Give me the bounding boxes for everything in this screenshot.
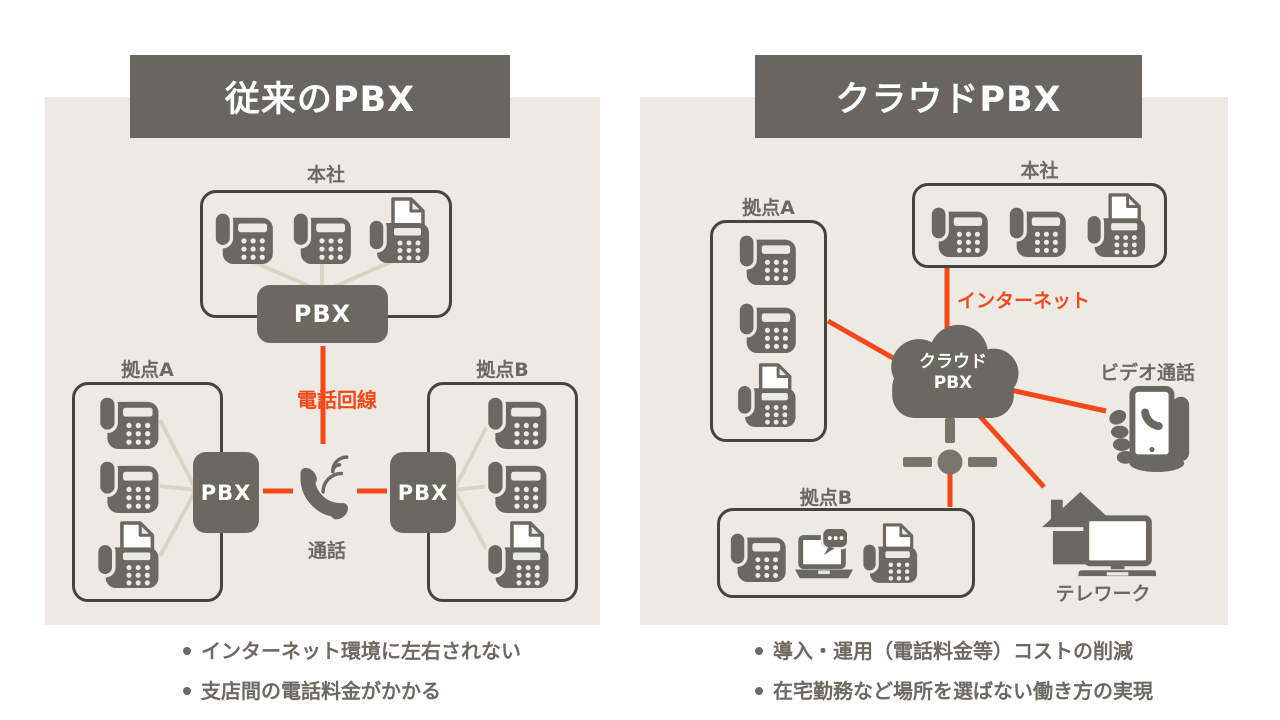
left-branch-b-pbx-box: PBX — [390, 452, 456, 533]
right-branch-a-label: 拠点A — [742, 197, 795, 219]
bullet-dot — [755, 687, 763, 695]
cloud-pbx-label: クラウド PBX — [877, 352, 1029, 395]
right-bullet-1-text: 導入・運用（電話料金等）コストの削減 — [773, 639, 1133, 663]
video-call-icon — [1102, 385, 1200, 473]
pbx-label: PBX — [397, 480, 449, 505]
left-bullet-2: 支店間の電話料金がかかる — [183, 678, 441, 704]
right-branch-b-label: 拠点B — [799, 487, 853, 509]
desk-phone-icon — [736, 234, 797, 285]
left-hq-pbx-box: PBX — [257, 285, 388, 343]
laptop-chat-icon — [792, 527, 856, 583]
left-panel-title-text: 従来のPBX — [224, 80, 416, 120]
desk-phone-icon — [727, 532, 787, 582]
fax-icon — [734, 363, 797, 427]
desk-phone-icon — [96, 460, 160, 513]
right-bullet-1: 導入・運用（電話料金等）コストの削減 — [755, 638, 1133, 664]
internet-label: インターネット — [957, 290, 1091, 312]
phone-line-label: 電話回線 — [297, 388, 377, 412]
telework-icon — [1038, 486, 1156, 580]
bullet-dot — [183, 647, 191, 655]
desk-phone-icon — [290, 212, 352, 264]
right-branch-b-box — [717, 508, 975, 598]
left-hq-label: 本社 — [306, 164, 345, 186]
bullet-dot — [755, 647, 763, 655]
fax-icon — [484, 521, 550, 588]
left-branch-b-label: 拠点B — [476, 359, 529, 381]
pbx-label: PBX — [293, 300, 352, 328]
call-label: 通話 — [307, 540, 346, 562]
desk-phone-icon — [1006, 206, 1067, 257]
desk-phone-icon — [212, 212, 274, 264]
right-hq-label: 本社 — [1020, 160, 1059, 182]
telework-label: テレワーク — [1055, 583, 1151, 605]
right-bullet-2-text: 在宅勤務など場所を選ばない働き方の実現 — [773, 679, 1153, 703]
video-call-label: ビデオ通話 — [1099, 362, 1195, 384]
cloud-label-line1: クラウド — [919, 352, 987, 372]
bullet-dot — [183, 687, 191, 695]
fax-icon — [366, 197, 430, 263]
left-bullet-2-text: 支店間の電話料金がかかる — [201, 679, 441, 703]
right-branch-a-box — [710, 220, 827, 442]
left-panel-title: 従来のPBX — [130, 55, 510, 138]
desk-phone-icon — [484, 460, 548, 513]
left-bullet-1: インターネット環境に左右されない — [183, 638, 521, 664]
fax-icon — [860, 523, 918, 583]
left-branch-a-label: 拠点A — [121, 359, 174, 381]
right-hq-box — [912, 183, 1167, 268]
right-panel-title-text: クラウドPBX — [835, 80, 1062, 120]
pbx-label: PBX — [200, 480, 252, 505]
right-bullet-2: 在宅勤務など場所を選ばない働き方の実現 — [755, 678, 1153, 704]
desk-phone-icon — [928, 206, 989, 257]
call-handset-icon — [298, 448, 354, 528]
left-bullet-1-text: インターネット環境に左右されない — [201, 639, 521, 663]
fax-icon — [1084, 193, 1146, 257]
right-panel-title: クラウドPBX — [755, 55, 1142, 138]
fax-icon — [94, 521, 160, 588]
desk-phone-icon — [96, 396, 160, 449]
desk-phone-icon — [484, 396, 548, 449]
cloud-label-line2: PBX — [933, 373, 973, 394]
left-branch-a-pbx-box: PBX — [193, 452, 259, 533]
network-hub-icon — [903, 418, 997, 475]
desk-phone-icon — [736, 302, 797, 353]
